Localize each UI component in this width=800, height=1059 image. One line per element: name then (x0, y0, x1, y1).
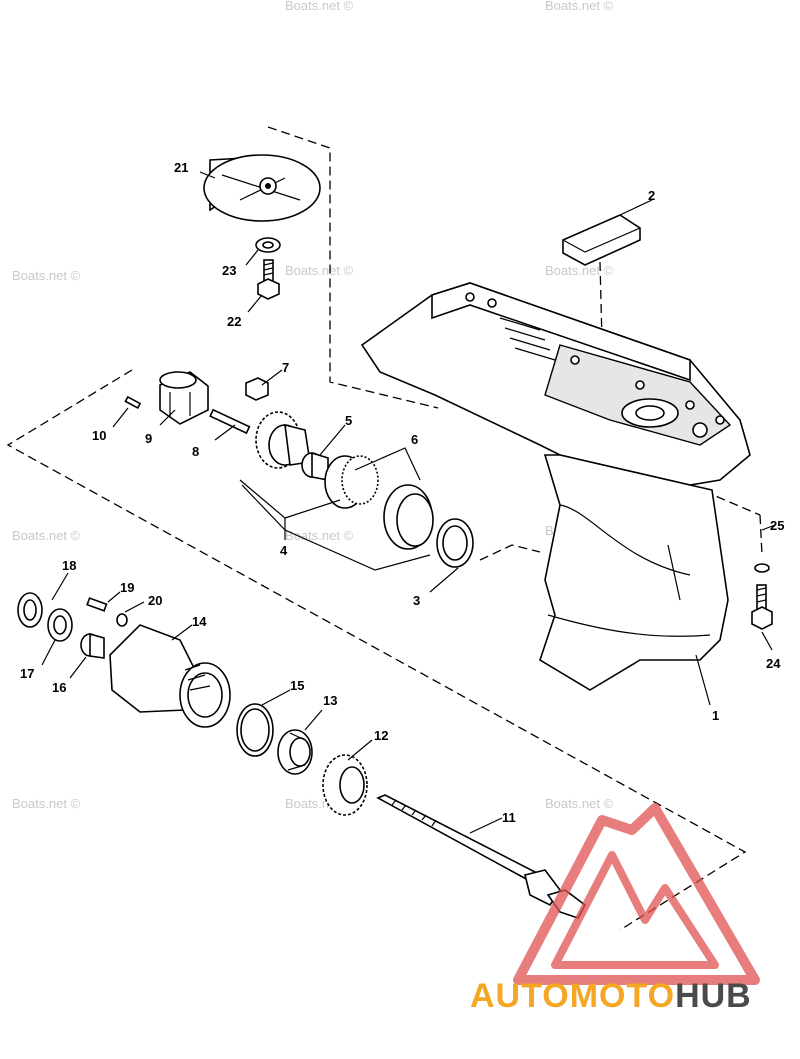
part-19-screw (86, 597, 108, 612)
part-16-bushing (80, 632, 105, 659)
callout-25: 25 (770, 518, 784, 533)
callout-24: 24 (766, 656, 781, 671)
part-20-washer (116, 613, 128, 627)
watermark: Boats.net © (12, 528, 81, 543)
callout-3: 3 (413, 593, 420, 608)
logo-triangle-outer (513, 803, 760, 985)
part-2-pad (562, 214, 641, 266)
part-25-washer (754, 563, 770, 573)
part-18-seal (17, 592, 43, 628)
callout-12: 12 (374, 728, 388, 743)
watermark: Boats.net © (545, 263, 614, 278)
callout-1: 1 (712, 708, 719, 723)
watermark: Boats.net © (12, 796, 81, 811)
callout-20: 20 (148, 593, 162, 608)
callout-8: 8 (192, 444, 199, 459)
leader-lines (41, 171, 776, 834)
watermark: Boats.net © (285, 528, 354, 543)
part-10-pin (124, 395, 142, 410)
callout-7: 7 (282, 360, 289, 375)
callout-17: 17 (20, 666, 34, 681)
callout-labels: 1 2 3 4 5 6 7 8 9 10 11 12 13 14 15 16 1… (20, 160, 784, 825)
part-15-o-ring (236, 703, 274, 757)
logo-text: AUTOMOTOHUB (470, 977, 752, 1015)
callout-5: 5 (345, 413, 352, 428)
part-12-reverse-gear (322, 754, 368, 816)
callout-23: 23 (222, 263, 236, 278)
callout-18: 18 (62, 558, 76, 573)
logo-text-orange: AUTOMOTO (470, 977, 675, 1015)
callout-2: 2 (648, 188, 655, 203)
part-23-washer (255, 237, 281, 253)
part-17-washer (47, 608, 73, 642)
part-6-bearing (324, 455, 434, 550)
logo-triangle-inner (551, 851, 719, 969)
callout-13: 13 (323, 693, 337, 708)
part-3-seal (436, 518, 474, 568)
part-11-propeller-shaft (376, 794, 587, 919)
callout-14: 14 (192, 614, 207, 629)
callout-16: 16 (52, 680, 66, 695)
part-7-key (245, 377, 269, 401)
watermark: Boats.net © (12, 268, 81, 283)
part-14-bearing-carrier (109, 624, 231, 728)
watermark: Boats.net © (285, 263, 354, 278)
part-5-bushing (301, 451, 329, 481)
part-5-forward-gear (255, 411, 311, 469)
callout-10: 10 (92, 428, 106, 443)
callout-11: 11 (502, 810, 516, 825)
automotohub-logo: AUTOMOTOHUB (470, 803, 760, 1015)
logo-text-dark: HUB (675, 977, 752, 1015)
callout-4: 4 (280, 543, 288, 558)
callout-21: 21 (174, 160, 188, 175)
part-9-clutch (159, 371, 209, 425)
part-13-bearing (277, 729, 313, 775)
gearcase-housing (360, 282, 751, 691)
watermark: Boats.net © (285, 0, 354, 13)
callout-19: 19 (120, 580, 134, 595)
part-21-trim-tab (203, 154, 321, 222)
callout-22: 22 (227, 314, 241, 329)
callout-6: 6 (411, 432, 418, 447)
part-22-bolt (257, 259, 280, 300)
watermark: Boats.net © (545, 0, 614, 13)
callout-15: 15 (290, 678, 304, 693)
part-8-pin (209, 408, 251, 435)
watermark: Boats.net © (545, 796, 614, 811)
callout-9: 9 (145, 431, 152, 446)
part-24-bolt (751, 584, 773, 630)
